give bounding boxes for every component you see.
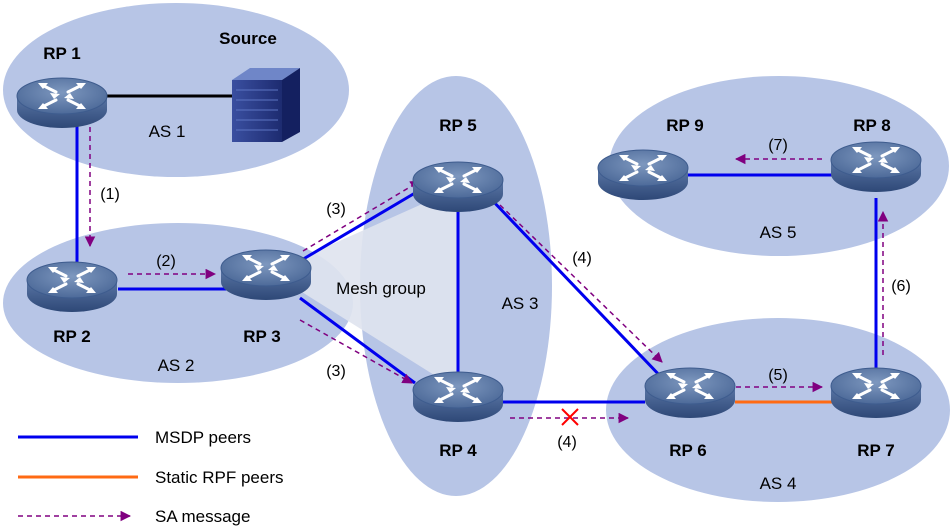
sa-arrow-3b [299,319,413,384]
sa-arrow-3a [302,180,421,252]
as4-region [606,318,950,502]
router-rp5-icon [411,160,505,214]
link-rp5-rp6 [488,196,666,382]
legend: MSDP peers Static RPF peers SA message [18,428,284,526]
router-rp2-icon [25,260,119,314]
mesh-group-label: Mesh group [336,279,426,298]
links [75,94,878,404]
as5-label: AS 5 [760,223,797,242]
legend-static-rpf-label: Static RPF peers [155,468,284,487]
router-rp8-icon [829,140,923,194]
rp1-label: RP 1 [43,44,81,63]
router-rp6-icon [643,366,737,420]
link-rp3-rp4 [299,296,416,385]
rp6-label: RP 6 [669,441,707,460]
source-server-icon [232,68,300,142]
legend-msdp-label: MSDP peers [155,428,251,447]
router-rp9-icon [596,148,690,202]
step-3b-label: (3) [326,363,346,380]
as-labels: AS 1 AS 2 AS 3 AS 4 AS 5 Mesh group [149,122,797,493]
router-rp4-icon [411,370,505,424]
as3-label: AS 3 [502,294,539,313]
router-rp3-icon [219,248,313,302]
link-rp3-rp5 [299,191,416,263]
as1-label: AS 1 [149,122,186,141]
rp5-label: RP 5 [439,116,477,135]
sa-arrow-4a [499,204,663,363]
blocked-x-mark [561,408,579,426]
rp7-label: RP 7 [857,441,895,460]
rp2-label: RP 2 [53,327,91,346]
rp3-label: RP 3 [243,327,281,346]
rp8-label: RP 8 [853,116,891,135]
step-5-label: (5) [768,367,788,384]
mesh-group-region [270,188,458,390]
step-3a-label: (3) [326,201,346,218]
router-rp1-icon [15,76,109,130]
router-rp7-icon [829,366,923,420]
source-label: Source [219,29,277,48]
as4-label: AS 4 [760,474,797,493]
as2-label: AS 2 [158,356,195,375]
rp4-label: RP 4 [439,441,477,460]
legend-sa-label: SA message [155,507,250,526]
step-labels: (1) (2) (3) (3) (4) (4) (5) (6) (7) [100,137,911,451]
step-4a-label: (4) [572,250,592,267]
rp9-label: RP 9 [666,116,704,135]
step-7-label: (7) [768,137,788,154]
as-regions [3,3,950,502]
router-labels: RP 1 RP 2 RP 3 RP 4 RP 5 RP 6 RP 7 RP 8 … [43,29,895,460]
step-2-label: (2) [156,253,176,270]
as5-region [609,76,949,256]
step-6-label: (6) [891,278,911,295]
step-4b-label: (4) [557,434,577,451]
step-1-label: (1) [100,186,120,203]
